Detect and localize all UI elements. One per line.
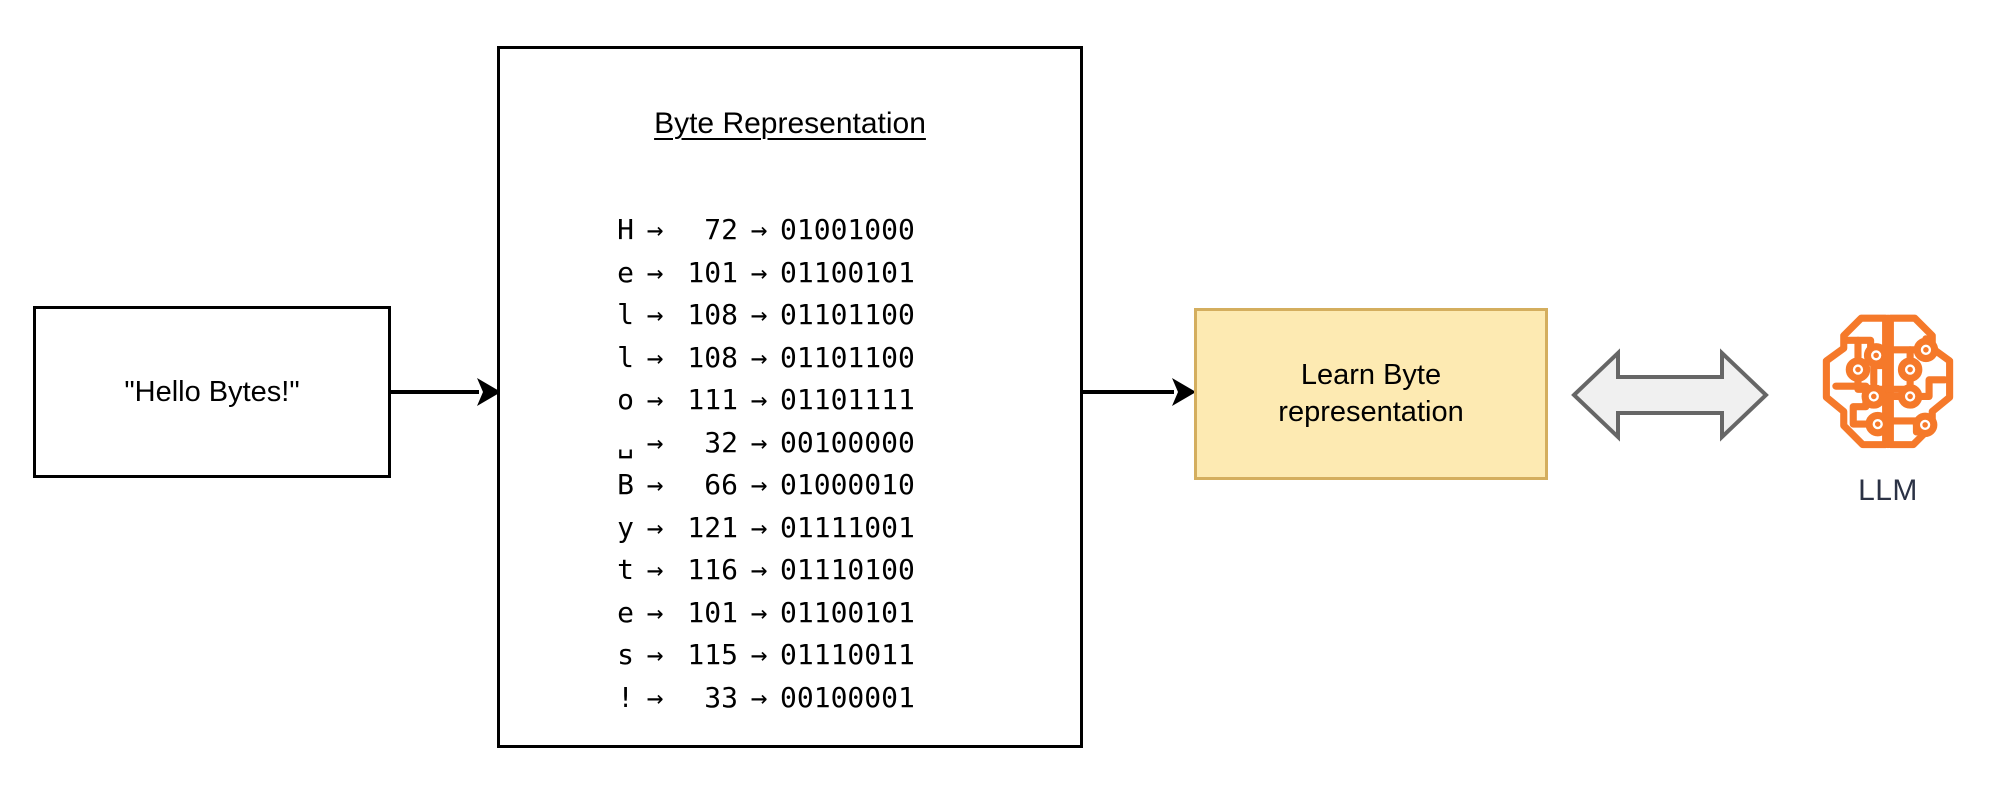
row-arrow-2: → [750, 595, 768, 629]
row-decimal: 116 [687, 553, 738, 586]
row-arrow-1: → [646, 468, 664, 501]
row-decimal: 66 [704, 468, 738, 501]
row-char: t [617, 553, 634, 586]
byte-mapping-table: H → 72 → 01001000 e → 101 → 01100101 l →… [500, 209, 1080, 719]
row-arrow-2: → [750, 510, 768, 544]
row-arrow-2: → [750, 255, 768, 289]
row-char: B [617, 468, 634, 501]
table-row: t → 116 → 01110100 [604, 549, 976, 592]
byte-representation-panel: Byte Representation H → 72 → 01001000 e … [497, 46, 1083, 748]
row-binary: 01001000 [780, 213, 915, 246]
row-arrow-2: → [750, 638, 768, 671]
llm-group: LLM [1800, 304, 1976, 526]
brain-circuit-icon [1822, 314, 1954, 449]
row-binary: 00100001 [780, 680, 915, 714]
row-arrow-2: → [750, 383, 768, 416]
row-binary: 01111001 [780, 510, 915, 544]
table-row: l → 108 → 01101100 [604, 337, 976, 380]
row-arrow-1: → [646, 298, 664, 331]
row-arrow-2: → [750, 680, 768, 714]
row-arrow-1: → [646, 340, 664, 374]
table-row: ␣ → 32 → 00100000 [604, 422, 976, 465]
row-char: s [617, 638, 634, 671]
row-arrow-1: → [646, 213, 664, 246]
row-decimal: 108 [687, 298, 738, 331]
table-row: H → 72 → 01001000 [604, 209, 976, 252]
table-row: y → 121 → 01111001 [604, 507, 976, 550]
table-row: s → 115 → 01110011 [604, 634, 976, 677]
row-arrow-2: → [750, 553, 768, 586]
byte-panel-title: Byte Representation [654, 107, 926, 140]
row-arrow-2: → [750, 213, 768, 246]
row-decimal: 33 [704, 680, 738, 714]
row-binary: 01101100 [780, 298, 915, 331]
row-decimal: 121 [687, 510, 738, 544]
row-decimal: 101 [687, 255, 738, 289]
table-row: B → 66 → 01000010 [604, 464, 976, 507]
row-decimal: 32 [704, 425, 738, 459]
row-char: e [617, 255, 634, 289]
row-binary: 01000010 [780, 468, 915, 501]
learn-box-line-2: representation [1278, 396, 1464, 428]
learn-box-label: Learn Byte representation [1278, 357, 1463, 431]
llm-label: LLM [1858, 474, 1918, 507]
row-arrow-1: → [646, 255, 664, 289]
input-text-box: "Hello Bytes!" [33, 306, 391, 478]
table-row: l → 108 → 01101100 [604, 294, 976, 337]
arrow-input-to-byte-panel [391, 378, 501, 406]
row-binary: 01100101 [780, 255, 915, 289]
row-char: e [617, 595, 634, 629]
row-char: l [617, 298, 634, 331]
row-arrow-2: → [750, 340, 768, 374]
arrow-byte-panel-to-learn-box [1083, 378, 1196, 406]
row-decimal: 101 [687, 595, 738, 629]
row-arrow-2: → [750, 298, 768, 331]
row-binary: 01110011 [780, 638, 915, 671]
row-arrow-1: → [646, 595, 664, 629]
row-char: o [617, 383, 634, 416]
row-arrow-1: → [646, 553, 664, 586]
row-arrow-2: → [750, 425, 768, 459]
learn-box-line-1: Learn Byte [1300, 358, 1442, 391]
row-char: ! [617, 680, 634, 714]
row-arrow-1: → [646, 425, 664, 459]
table-row: ! → 33 → 00100001 [604, 677, 976, 720]
row-arrow-1: → [646, 510, 664, 544]
learn-byte-representation-box: Learn Byte representation [1194, 308, 1548, 480]
row-decimal: 108 [687, 340, 738, 374]
row-arrow-1: → [646, 680, 664, 714]
row-char: y [617, 510, 634, 544]
row-char: H [617, 213, 634, 246]
row-binary: 01100101 [780, 595, 915, 629]
row-binary: 01101100 [780, 340, 915, 374]
row-binary: 01101111 [780, 383, 915, 416]
double-headed-arrow-icon [1571, 348, 1769, 442]
row-decimal: 72 [704, 213, 738, 246]
input-text-label: "Hello Bytes!" [124, 375, 300, 408]
row-arrow-2: → [750, 468, 768, 501]
row-arrow-1: → [646, 638, 664, 671]
table-row: o → 111 → 01101111 [604, 379, 976, 422]
row-arrow-1: → [646, 383, 664, 416]
row-decimal: 111 [687, 383, 738, 416]
table-row: e → 101 → 01100101 [604, 592, 976, 635]
row-binary: 00100000 [780, 425, 915, 459]
row-char: l [617, 340, 634, 374]
row-binary: 01110100 [780, 553, 915, 586]
table-row: e → 101 → 01100101 [604, 252, 976, 295]
row-char: ␣ [617, 425, 634, 459]
row-decimal: 115 [687, 638, 738, 671]
